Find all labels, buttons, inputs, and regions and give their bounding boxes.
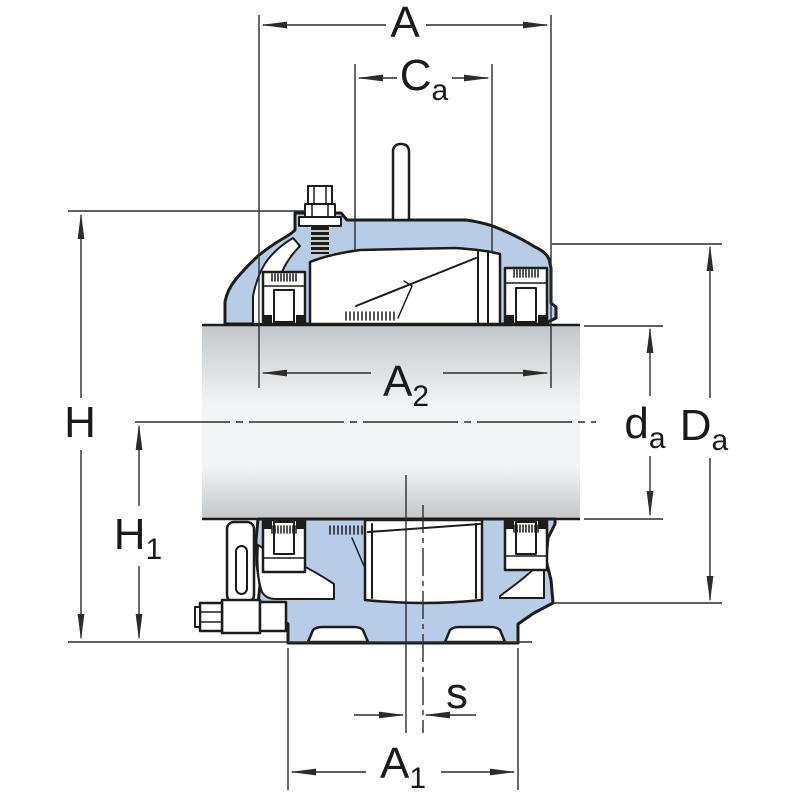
seal-thread-ticks <box>513 269 539 278</box>
seal-thread-ticks <box>513 524 539 533</box>
bearing-upper-half <box>308 246 502 326</box>
dimension-lines <box>77 21 714 776</box>
foot-arch-left <box>306 625 370 644</box>
seal-lip <box>506 315 514 324</box>
drain-plug-tip <box>194 606 201 628</box>
locknut-upper <box>477 251 489 325</box>
oil-level-gauge <box>225 520 256 604</box>
seal-lip <box>296 315 304 324</box>
seal-inner-ring <box>515 521 537 555</box>
sleeve-washer-upper <box>397 280 413 319</box>
seal-inner-ring <box>273 289 295 323</box>
roller-line-upper <box>355 257 477 307</box>
sleeve-thread-lower <box>329 525 363 535</box>
dim-label-Ca: Ca <box>399 51 449 107</box>
drain-plug-block <box>220 598 262 635</box>
seal-lip <box>264 315 272 324</box>
hex-facets <box>199 611 223 623</box>
seal-lip <box>296 520 304 529</box>
roller-line-lower <box>367 523 481 533</box>
seal-thread-ticks <box>271 525 297 534</box>
hex-facets <box>313 185 327 205</box>
seal-lip <box>538 520 546 529</box>
dim-label-H: H <box>64 398 96 447</box>
locating-pin <box>391 142 411 222</box>
housing-cap <box>223 142 558 326</box>
drain-plug <box>194 598 288 635</box>
seal-lip <box>264 520 272 529</box>
bearing-lower-rings <box>371 523 477 599</box>
dim-label-A: A <box>390 0 420 47</box>
gauge-sight-glass <box>235 545 248 595</box>
seal-upper-right <box>503 266 549 326</box>
seal-upper-left <box>261 270 307 326</box>
hex-facets <box>311 203 329 218</box>
dim-label-H1: H1 <box>113 510 163 566</box>
dim-label-A1: A1 <box>379 739 427 795</box>
sleeve-thread-upper <box>345 311 395 321</box>
foot-arch-right <box>443 625 507 644</box>
grease-fitting-hex <box>304 203 336 218</box>
dim-label-s: s <box>446 669 468 718</box>
thread-lines <box>311 230 329 252</box>
grease-fitting <box>298 185 342 254</box>
seal-lip <box>538 315 546 324</box>
grease-fitting-thread <box>311 226 329 254</box>
seal-inner-ring <box>273 521 295 555</box>
dim-label-Da: Da <box>679 401 729 457</box>
extension-lines <box>68 15 722 790</box>
drain-plug-hex <box>198 601 224 633</box>
grease-fitting-flange <box>298 216 342 227</box>
seal-lower-right <box>503 518 549 572</box>
seal-lip <box>506 520 514 529</box>
grease-fitting-hex-top <box>307 185 333 205</box>
seal-lower-left <box>261 518 307 574</box>
dim-label-da: da <box>624 399 666 455</box>
seal-thread-ticks <box>271 273 297 282</box>
centerlines <box>135 421 596 733</box>
housing-base <box>194 517 557 645</box>
seal-inner-ring <box>515 287 537 323</box>
sleeve-washer-lower <box>351 537 365 567</box>
dim-label-A2: A2 <box>382 357 430 413</box>
drain-plug-boss <box>258 600 288 633</box>
